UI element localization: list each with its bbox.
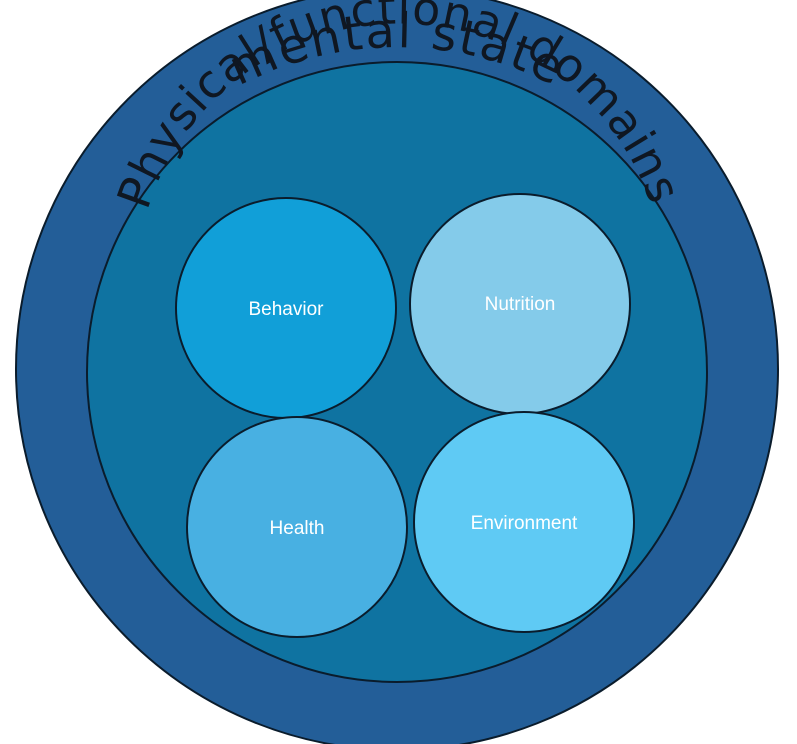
node-nutrition-label: Nutrition xyxy=(485,294,556,315)
node-nutrition: Nutrition xyxy=(409,193,631,415)
node-environment-circle xyxy=(413,411,635,633)
node-behavior: Behavior xyxy=(175,197,397,419)
node-health-circle xyxy=(186,416,408,638)
node-environment-label: Environment xyxy=(471,513,578,534)
node-health-label: Health xyxy=(270,518,325,539)
node-health: Health xyxy=(186,416,408,638)
node-environment: Environment xyxy=(413,411,635,633)
node-behavior-label: Behavior xyxy=(249,299,325,320)
